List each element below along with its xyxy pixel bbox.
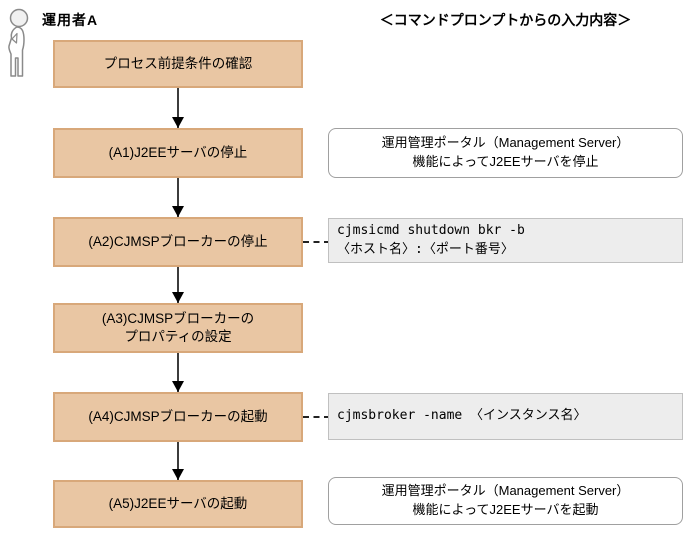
down-arrow-icon [177,267,179,303]
flow-step-a4-cjmsp-start: (A4)CJMSPブローカーの起動 [53,392,303,442]
down-arrow-icon [177,88,179,128]
down-arrow-icon [177,442,179,480]
step-label-line: プロパティの設定 [124,329,232,344]
down-arrow-icon [177,178,179,217]
step-label-line: (A3)CJMSPブローカーの [101,310,255,326]
flow-step-a3-cjmsp-property: (A3)CJMSPブローカーのプロパティの設定 [53,303,303,353]
flow-step-a2-cjmsp-stop: (A2)CJMSPブローカーの停止 [53,217,303,267]
annotation-line: 運用管理ポータル（Management Server） [381,483,630,499]
command-line: cjmsicmd shutdown bkr -b [337,222,525,238]
flow-step-a1-j2ee-stop: (A1)J2EEサーバの停止 [53,128,303,178]
command-column-title: ＜コマンドプロンプトからの入力内容＞ [379,12,632,28]
person-icon [3,8,35,80]
command-line: 〈ホスト名〉:〈ポート番号〉 [337,241,514,257]
annotation-portal-start: 運用管理ポータル（Management Server） 機能によってJ2EEサーバ… [328,477,683,525]
annotation-portal-stop: 運用管理ポータル（Management Server） 機能によってJ2EEサーバ… [328,128,683,178]
dashed-connector [303,416,330,418]
actor-label: 運用者A [42,12,99,28]
dashed-connector [303,241,330,243]
annotation-line: 機能によってJ2EEサーバを停止 [412,154,599,169]
step-label-line: プロセス前提条件の確認 [103,55,253,71]
flow-step-a5-j2ee-start: (A5)J2EEサーバの起動 [53,480,303,528]
annotation-line: 機能によってJ2EEサーバを起動 [412,502,599,517]
step-label-line: (A5)J2EEサーバの起動 [108,495,248,511]
command-line: cjmsbroker -name 〈インスタンス名〉 [337,408,587,424]
annotation-command-shutdown: cjmsicmd shutdown bkr -b 〈ホスト名〉:〈ポート番号〉 [328,218,683,263]
down-arrow-icon [177,353,179,392]
flow-step-precondition-check: プロセス前提条件の確認 [53,40,303,88]
annotation-command-broker-start: cjmsbroker -name 〈インスタンス名〉 [328,393,683,440]
step-label-line: (A4)CJMSPブローカーの起動 [88,408,268,424]
step-label-line: (A2)CJMSPブローカーの停止 [88,233,268,249]
annotation-line: 運用管理ポータル（Management Server） [381,135,630,151]
step-label-line: (A1)J2EEサーバの停止 [108,144,248,160]
